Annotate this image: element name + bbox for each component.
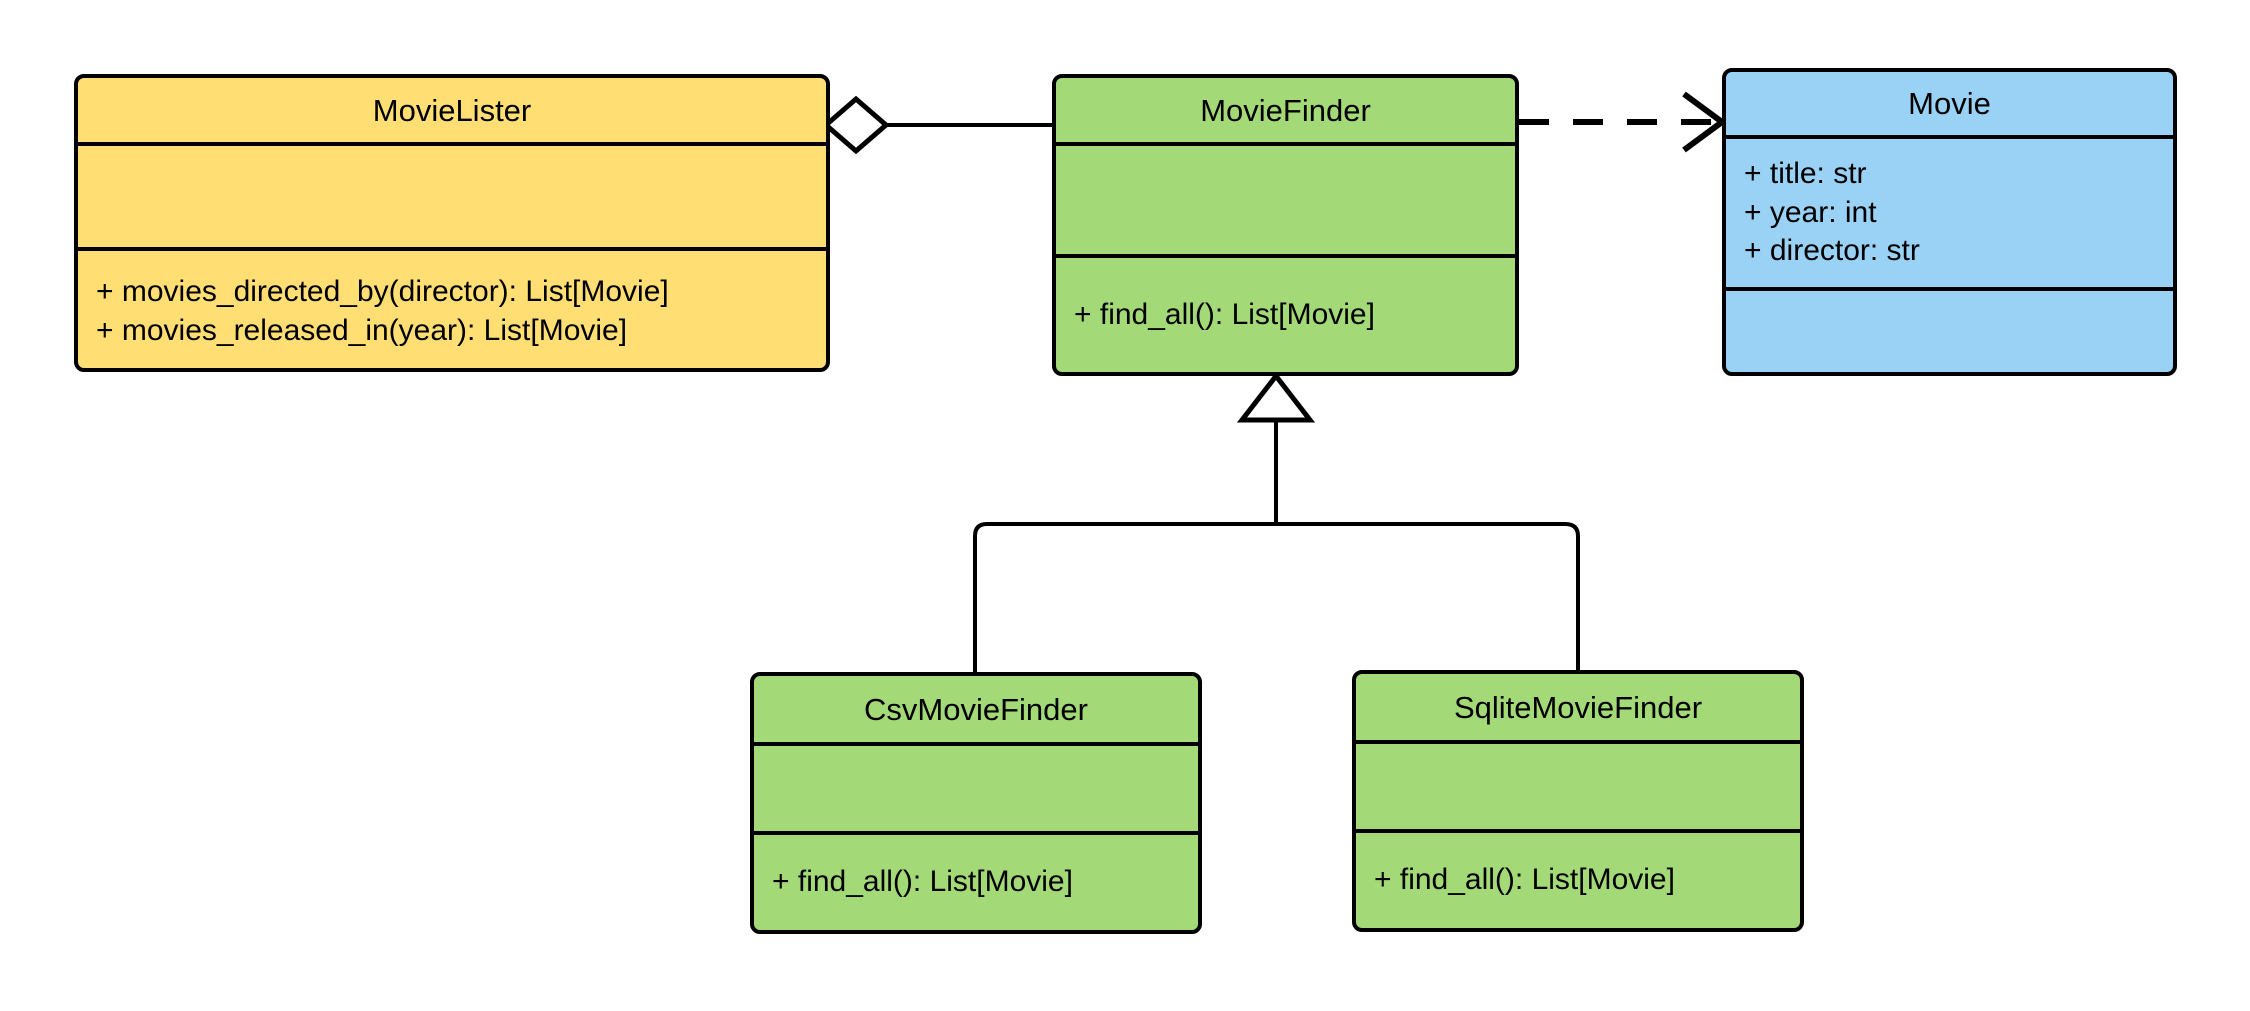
method-item: + find_all(): List[Movie] [772,865,1073,899]
class-title: MovieFinder [1200,92,1371,128]
method-item: + find_all(): List[Movie] [1374,863,1675,897]
open-arrow-icon [1682,91,1728,153]
attribute-item: + director: str [1744,234,1920,268]
class-box-csv-movie-finder[interactable]: CsvMovieFinder + find_all(): List[Movie] [750,672,1202,934]
class-title: Movie [1908,86,1991,121]
class-name-compartment: SqliteMovieFinder [1356,674,1800,740]
class-name-compartment: MovieFinder [1056,78,1515,142]
inheritance-branch [973,522,1580,672]
method-item: + movies_released_in(year): List[Movie] [96,313,628,347]
class-box-movie-finder[interactable]: MovieFinder + find_all(): List[Movie] [1052,74,1519,376]
hollow-diamond-icon [822,95,890,155]
class-box-movie[interactable]: Movie + title: str + year: int + directo… [1722,68,2177,376]
class-name-compartment: MovieLister [78,78,826,142]
class-title: CsvMovieFinder [864,691,1088,727]
methods-compartment: + find_all(): List[Movie] [754,831,1198,930]
aggregation-lister-finder [822,95,1052,155]
methods-compartment: + find_all(): List[Movie] [1056,254,1515,372]
method-item: + find_all(): List[Movie] [1074,297,1375,331]
class-box-movie-lister[interactable]: MovieLister + movies_directed_by(directo… [74,74,830,372]
hollow-triangle-icon [1236,371,1316,423]
methods-compartment: + movies_directed_by(director): List[Mov… [78,247,826,368]
class-name-compartment: CsvMovieFinder [754,676,1198,742]
attribute-item: + title: str [1744,157,1867,191]
attributes-compartment [1056,142,1515,254]
dependency-finder-movie [1519,91,1728,153]
inheritance-tree [973,371,1580,672]
methods-compartment [1726,287,2173,352]
attributes-compartment [754,742,1198,831]
attributes-compartment [1356,740,1800,829]
attributes-compartment: + title: str + year: int + director: str [1726,135,2173,287]
class-name-compartment: Movie [1726,72,2173,135]
class-title: SqliteMovieFinder [1453,689,1703,725]
class-box-sqlite-movie-finder[interactable]: SqliteMovieFinder + find_all(): List[Mov… [1352,670,1804,932]
attributes-compartment [78,142,826,247]
methods-compartment: + find_all(): List[Movie] [1356,829,1800,928]
method-item: + movies_directed_by(director): List[Mov… [96,275,669,309]
attribute-item: + year: int [1744,195,1877,229]
class-title: MovieLister [372,92,532,128]
